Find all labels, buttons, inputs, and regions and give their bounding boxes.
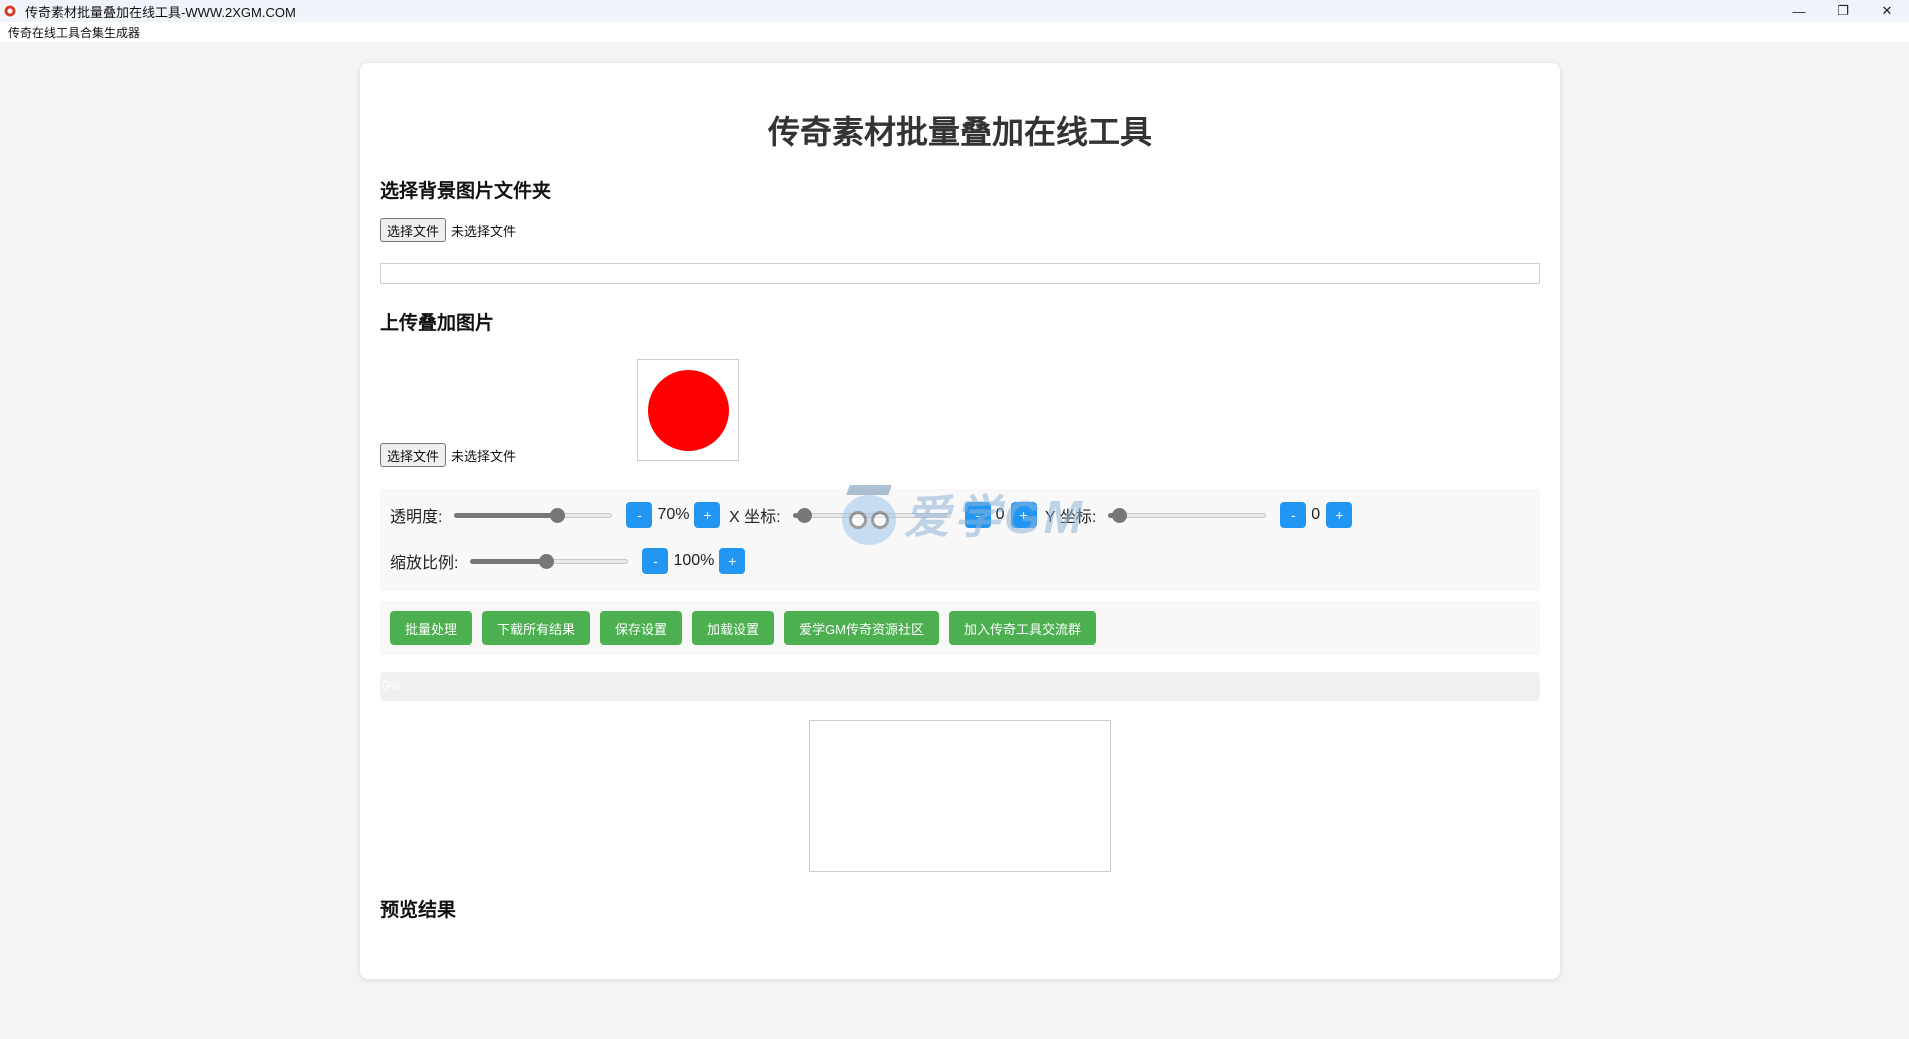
opacity-slider[interactable] xyxy=(454,505,613,525)
download-all-button[interactable]: 下载所有结果 xyxy=(482,611,591,645)
scale-increase-button[interactable]: + xyxy=(719,548,746,574)
scale-slider-thumb[interactable] xyxy=(539,554,555,569)
window-titlebar: 传奇素材批量叠加在线工具-WWW.2XGM.COM — ❐ ✕ xyxy=(0,0,1909,22)
x-value: 0 xyxy=(995,506,1005,523)
load-settings-button[interactable]: 加载设置 xyxy=(692,611,775,645)
join-group-button[interactable]: 加入传奇工具交流群 xyxy=(949,611,1097,645)
scale-decrease-button[interactable]: - xyxy=(642,548,669,574)
community-link-button[interactable]: 爱学GM传奇资源社区 xyxy=(784,611,940,645)
background-folder-list xyxy=(380,263,1540,284)
batch-process-button[interactable]: 批量处理 xyxy=(390,611,473,645)
overlay-choose-file-button[interactable]: 选择文件 xyxy=(380,443,447,467)
y-slider-thumb[interactable] xyxy=(1112,508,1128,523)
opacity-label: 透明度: xyxy=(390,509,443,526)
actions-panel: 批量处理 下载所有结果 保存设置 加载设置 爱学GM传奇资源社区 加入传奇工具交… xyxy=(380,601,1540,655)
opacity-increase-button[interactable]: + xyxy=(694,502,721,528)
opacity-control: 透明度: - 70% + xyxy=(390,501,721,529)
preview-canvas xyxy=(809,720,1111,872)
scale-control: 缩放比例: - 100% + xyxy=(390,547,746,575)
progress-text: 0% xyxy=(382,678,401,693)
x-label: X 坐标: xyxy=(729,509,781,526)
x-slider-thumb[interactable] xyxy=(796,508,812,523)
y-slider[interactable] xyxy=(1108,505,1267,525)
overlay-file-status: 未选择文件 xyxy=(451,448,517,464)
y-value: 0 xyxy=(1311,506,1321,523)
opacity-slider-fill xyxy=(454,513,558,518)
x-decrease-button[interactable]: - xyxy=(964,502,991,528)
x-control: X 坐标: - 0 + xyxy=(729,501,1037,529)
progress-bar: 0% xyxy=(380,672,1540,701)
overlay-file-picker: 选择文件 未选择文件 xyxy=(380,443,516,467)
app-logo-icon xyxy=(3,4,17,18)
menu-item-tools[interactable]: 传奇在线工具合集生成器 xyxy=(8,25,141,40)
background-file-status: 未选择文件 xyxy=(451,223,517,239)
minimize-button[interactable]: — xyxy=(1792,3,1806,19)
scale-slider[interactable] xyxy=(470,551,629,571)
opacity-slider-thumb[interactable] xyxy=(550,508,566,523)
close-button[interactable]: ✕ xyxy=(1881,3,1893,18)
opacity-value: 70% xyxy=(657,506,690,523)
save-settings-button[interactable]: 保存设置 xyxy=(600,611,683,645)
watermark: 爱学GM xyxy=(840,481,1086,547)
scale-slider-fill xyxy=(470,559,547,564)
y-label: Y 坐标: xyxy=(1045,509,1097,526)
x-increase-button[interactable]: + xyxy=(1010,502,1037,528)
window-controls: — ❐ ✕ xyxy=(1777,0,1909,22)
opacity-decrease-button[interactable]: - xyxy=(626,502,653,528)
owl-logo-icon xyxy=(840,483,896,545)
preview-section-title: 预览结果 xyxy=(380,900,457,921)
restore-button[interactable]: ❐ xyxy=(1837,3,1849,18)
scale-value: 100% xyxy=(673,552,715,569)
page-title: 传奇素材批量叠加在线工具 xyxy=(767,114,1152,150)
controls-panel: 透明度: - 70% + X 坐标: - 0 + Y 坐标: xyxy=(380,489,1540,591)
background-choose-file-button[interactable]: 选择文件 xyxy=(380,218,447,242)
main-card: 传奇素材批量叠加在线工具 选择背景图片文件夹 选择文件 未选择文件 上传叠加图片… xyxy=(360,63,1560,979)
red-circle-image xyxy=(647,369,729,451)
background-section-title: 选择背景图片文件夹 xyxy=(380,181,552,202)
y-increase-button[interactable]: + xyxy=(1326,502,1353,528)
watermark-text: 爱学GM xyxy=(904,491,1087,543)
window-title: 传奇素材批量叠加在线工具-WWW.2XGM.COM xyxy=(25,4,296,20)
menubar: 传奇在线工具合集生成器 xyxy=(0,22,1909,42)
overlay-section-title: 上传叠加图片 xyxy=(380,313,495,334)
y-control: Y 坐标: - 0 + xyxy=(1045,501,1353,529)
y-slider-track xyxy=(1108,513,1267,518)
overlay-image-preview xyxy=(637,359,739,461)
background-file-picker: 选择文件 未选择文件 xyxy=(380,218,516,242)
y-decrease-button[interactable]: - xyxy=(1280,502,1307,528)
scale-label: 缩放比例: xyxy=(390,555,459,572)
